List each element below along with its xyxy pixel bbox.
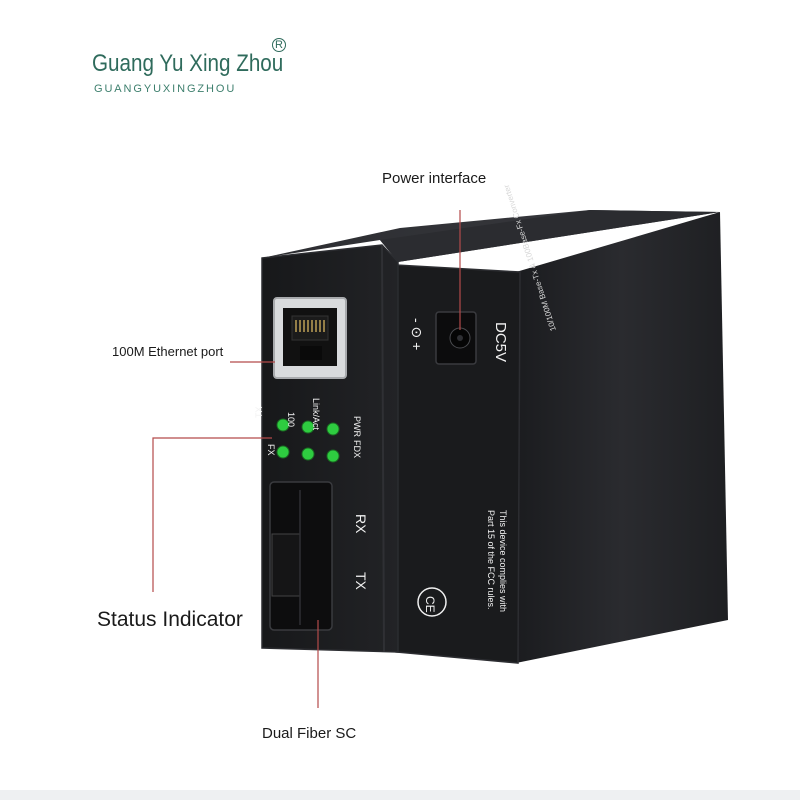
led-fdx (301, 447, 315, 461)
registered-mark-icon: R (272, 38, 286, 52)
callout-status-indicator: Status Indicator (97, 608, 243, 631)
led-link (326, 422, 340, 436)
callout-line-status (152, 437, 272, 592)
dc5v-label: DC5V (492, 322, 509, 362)
brand-logo-text: Guang Yu Xing Zhou (92, 50, 284, 77)
led-fx (276, 445, 290, 459)
tx-label: TX (353, 572, 369, 591)
callout-lines (152, 210, 461, 708)
status-leds (276, 418, 340, 463)
device-top-surface-back (380, 210, 720, 262)
led-pwr (326, 449, 340, 463)
led-tx (276, 418, 290, 432)
led-label-link: Link/Act (311, 398, 321, 431)
led-label-pwr: PWR (352, 416, 362, 437)
callout-power-interface: Power interface (382, 170, 487, 187)
device-side-panel (516, 212, 728, 663)
brand-logo-subtitle: GUANGYUXINGZHOU (94, 83, 237, 95)
callout-ethernet-port: 100M Ethernet port (112, 344, 224, 359)
callout-dual-fiber-sc: Dual Fiber SC (262, 725, 357, 742)
led-label-fdx: FDX (352, 440, 362, 458)
bottom-band (0, 790, 800, 800)
ce-mark-icon (417, 587, 447, 617)
led-100 (301, 420, 315, 434)
fcc-line-1: This device complies with (498, 510, 508, 612)
ce-label: CE (423, 596, 437, 613)
fcc-line-2: Part 15 of the FCC rules. (486, 510, 496, 610)
led-label-tx: TX (254, 406, 264, 418)
led-label-100: 100 (286, 412, 296, 427)
led-label-fx: FX (266, 444, 276, 456)
rx-label: RX (353, 514, 369, 534)
polarity-label: - ⊙ + (409, 318, 425, 350)
